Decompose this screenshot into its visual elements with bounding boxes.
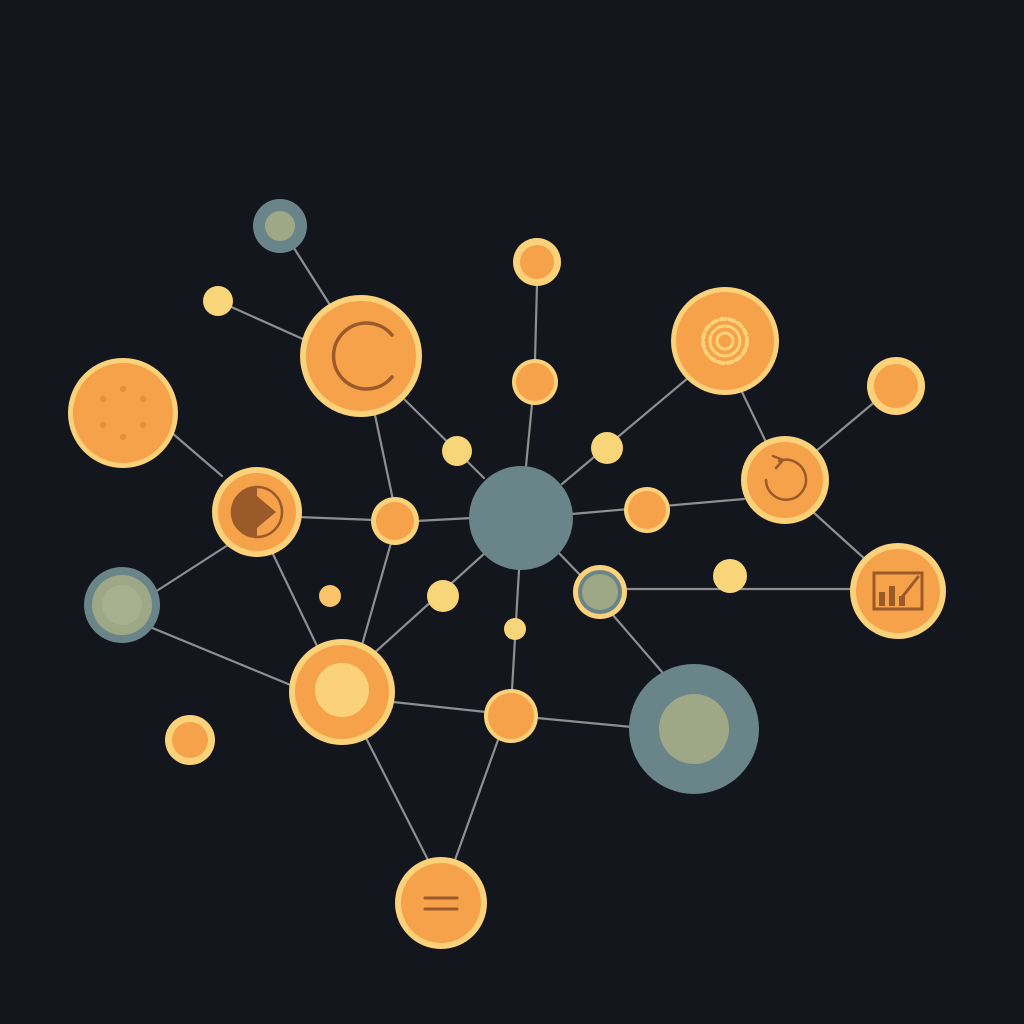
edge-top-ring-to-mid-small	[533, 282, 539, 362]
right-top-ring-node	[867, 357, 925, 415]
gear-icon	[701, 317, 749, 365]
edge-gear-to-refresh	[740, 390, 768, 444]
edge-refresh-to-chart	[811, 510, 868, 562]
gear-node	[671, 287, 779, 395]
c-arc-icon	[331, 321, 394, 391]
edge-hub-to-gear	[560, 376, 690, 486]
tiny-dot-below-hub	[504, 618, 526, 640]
edge-center-left-to-hub	[414, 516, 474, 523]
small-left-dot-node	[203, 286, 233, 316]
sun-node	[289, 639, 395, 745]
edge-bottom-mid-to-big-slate	[535, 716, 634, 729]
edge-mid-small-to-hub	[524, 402, 534, 468]
edge-small-sage-to-big-slate	[610, 612, 664, 674]
edge-hub-to-sun	[370, 551, 487, 657]
menu-icon	[423, 896, 459, 911]
edge-c-to-center-left	[373, 413, 395, 502]
yellow-core	[315, 663, 369, 717]
menu-node	[395, 857, 487, 949]
nodes	[68, 199, 946, 949]
hub-node	[469, 466, 573, 570]
dots-pattern-icon	[99, 385, 147, 441]
c-node	[300, 295, 422, 417]
edge-right-ring-to-refresh	[813, 398, 879, 454]
dots-node	[68, 358, 178, 468]
edge-left-dot-to-c	[216, 299, 307, 342]
edge-left-slate-to-sun	[148, 625, 295, 688]
edge-play-to-left-slate	[153, 543, 230, 594]
edge-sun-to-bottom-mid	[391, 700, 488, 714]
small-sage-node	[573, 565, 627, 619]
edges	[148, 224, 879, 862]
edge-bottom-mid-to-menu	[453, 738, 500, 862]
edge-c-to-hub	[403, 398, 486, 480]
refresh-node	[741, 436, 829, 524]
top-left-slate-node	[253, 199, 307, 253]
tiny-dot-upper-mid	[442, 436, 472, 466]
edge-dots-to-play	[170, 431, 224, 478]
tiny-dot-left	[319, 585, 341, 607]
edge-center-left-to-sun	[360, 541, 393, 647]
small-dot-right	[713, 559, 747, 593]
lone-orange-node	[165, 715, 215, 765]
right-of-hub-small-node	[624, 487, 670, 533]
edge-sun-to-menu	[364, 736, 430, 862]
small-dot-upper-right	[591, 432, 623, 464]
mid-top-small-node	[512, 359, 558, 405]
edge-play-to-sun	[270, 550, 320, 650]
center-left-small-node	[371, 497, 419, 545]
edge-play-to-center-left	[296, 515, 376, 522]
tiny-dot-mid-left	[427, 580, 459, 612]
play-icon	[232, 487, 257, 537]
big-slate-node	[629, 664, 759, 794]
left-slate-node	[84, 567, 160, 643]
top-mid-ring-node	[513, 238, 561, 286]
bottom-mid-node	[484, 689, 538, 743]
edge-hub-to-small-sage	[554, 548, 585, 580]
refresh-icon	[764, 458, 808, 501]
chart-node	[850, 543, 946, 639]
play-node	[212, 467, 302, 557]
bar-chart-icon	[872, 571, 924, 611]
